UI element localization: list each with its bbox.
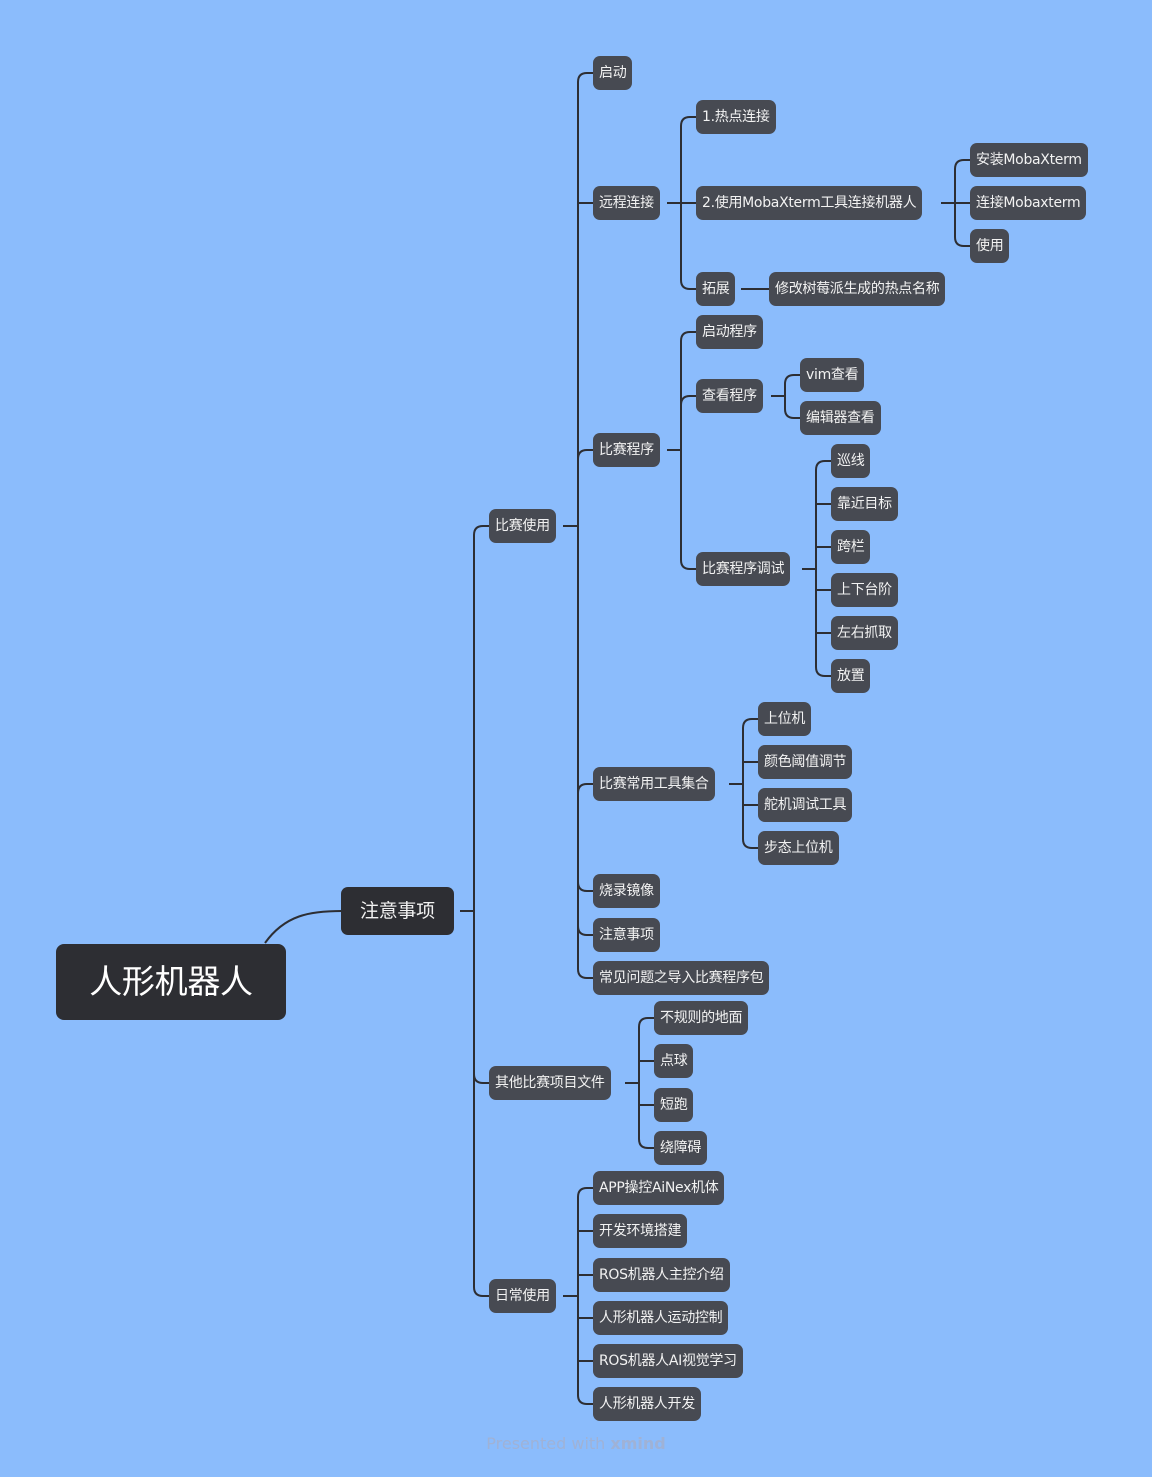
topic-connect-moba[interactable]: 连接Mobaxterm bbox=[970, 186, 1087, 220]
topic-daily-item[interactable]: 人形机器人开发 bbox=[593, 1387, 701, 1421]
footer-prefix: Presented with bbox=[486, 1434, 606, 1453]
topic-tool-item[interactable]: 颜色阈值调节 bbox=[758, 745, 853, 779]
topic-debug-program[interactable]: 比赛程序调试 bbox=[696, 552, 791, 586]
topic-notes[interactable]: 注意事项 bbox=[593, 918, 660, 952]
topic-other-projects[interactable]: 其他比赛项目文件 bbox=[489, 1066, 611, 1100]
topic-other-item[interactable]: 短跑 bbox=[654, 1088, 694, 1122]
topic-daily-item[interactable]: 开发环境搭建 bbox=[593, 1214, 688, 1248]
root-topic[interactable]: 人形机器人 bbox=[56, 944, 286, 1020]
topic-vim-view[interactable]: vim查看 bbox=[800, 358, 865, 392]
topic-extend[interactable]: 拓展 bbox=[696, 272, 736, 306]
topic-daily-item[interactable]: ROS机器人AI视觉学习 bbox=[593, 1344, 743, 1378]
topic-debug-item[interactable]: 跨栏 bbox=[831, 530, 871, 564]
topic-rename-hotspot[interactable]: 修改树莓派生成的热点名称 bbox=[769, 272, 946, 306]
topic-debug-item[interactable]: 放置 bbox=[831, 659, 871, 693]
topic-tool-item[interactable]: 步态上位机 bbox=[758, 831, 839, 865]
topic-common-tools[interactable]: 比赛常用工具集合 bbox=[593, 767, 715, 801]
topic-faq-import[interactable]: 常见问题之导入比赛程序包 bbox=[593, 961, 770, 995]
topic-install-moba[interactable]: 安装MobaXterm bbox=[970, 143, 1088, 177]
topic-editor-view[interactable]: 编辑器查看 bbox=[800, 401, 881, 435]
topic-flash-image[interactable]: 烧录镜像 bbox=[593, 874, 660, 908]
topic-launch-program[interactable]: 启动程序 bbox=[696, 315, 763, 349]
topic-start[interactable]: 启动 bbox=[593, 56, 633, 90]
topic-daily-item[interactable]: ROS机器人主控介绍 bbox=[593, 1258, 730, 1292]
topic-other-item[interactable]: 绕障碍 bbox=[654, 1131, 708, 1165]
topic-view-program[interactable]: 查看程序 bbox=[696, 379, 763, 413]
topic-debug-item[interactable]: 左右抓取 bbox=[831, 616, 898, 650]
topic-tool-item[interactable]: 舵机调试工具 bbox=[758, 788, 853, 822]
topic-tool-item[interactable]: 上位机 bbox=[758, 702, 812, 736]
topic-mobaxterm[interactable]: 2.使用MobaXterm工具连接机器人 bbox=[696, 186, 923, 220]
topic-notes-main[interactable]: 注意事项 bbox=[341, 887, 454, 935]
topic-competition-program[interactable]: 比赛程序 bbox=[593, 433, 660, 467]
footer-watermark: Presented with xmind bbox=[0, 1434, 1152, 1453]
topic-daily-item[interactable]: 人形机器人运动控制 bbox=[593, 1301, 729, 1335]
xmind-logo: xmind bbox=[610, 1434, 666, 1453]
topic-debug-item[interactable]: 巡线 bbox=[831, 444, 871, 478]
topic-use[interactable]: 使用 bbox=[970, 229, 1010, 263]
topic-hotspot[interactable]: 1.热点连接 bbox=[696, 100, 776, 134]
topic-daily-item[interactable]: APP操控AiNex机体 bbox=[593, 1171, 725, 1205]
topic-other-item[interactable]: 不规则的地面 bbox=[654, 1001, 749, 1035]
topic-daily-use[interactable]: 日常使用 bbox=[489, 1279, 556, 1313]
topic-debug-item[interactable]: 上下台阶 bbox=[831, 573, 898, 607]
topic-remote-connect[interactable]: 远程连接 bbox=[593, 186, 660, 220]
topic-other-item[interactable]: 点球 bbox=[654, 1044, 694, 1078]
topic-debug-item[interactable]: 靠近目标 bbox=[831, 487, 898, 521]
topic-competition-use[interactable]: 比赛使用 bbox=[489, 509, 556, 543]
